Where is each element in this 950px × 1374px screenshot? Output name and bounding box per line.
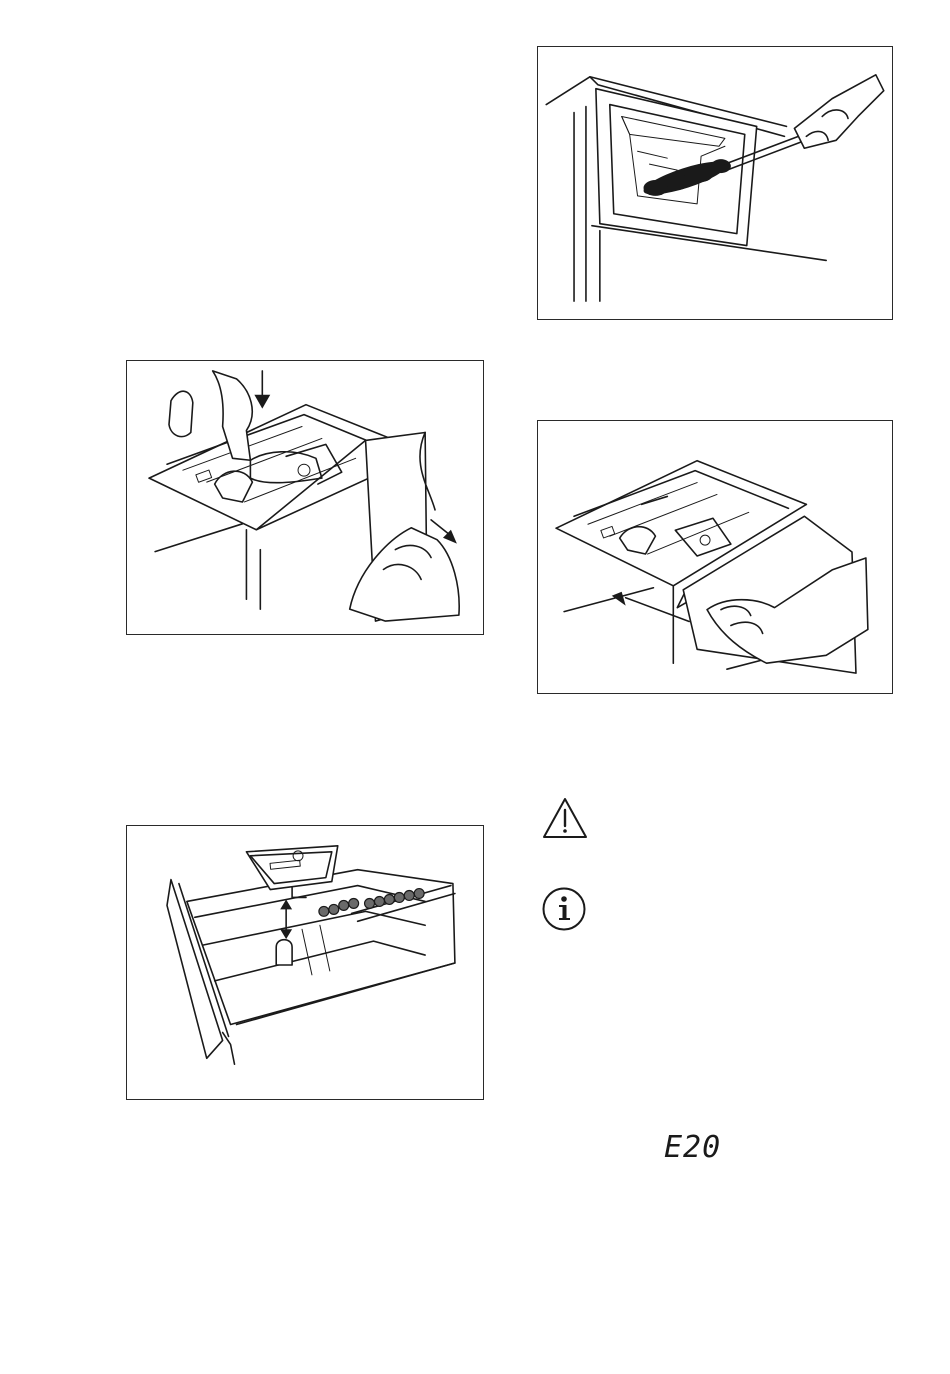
drawer-insert-illustration <box>537 420 893 694</box>
info-circle-icon <box>541 886 587 932</box>
drawer-removal-illustration <box>126 360 484 635</box>
brush-cleaning-recess-icon <box>538 47 892 319</box>
drawer-removal-icon <box>127 361 483 634</box>
warning-triangle-icon <box>541 796 589 840</box>
display-error-code: E20 <box>664 1130 724 1166</box>
siphon-cap-removal-icon <box>127 826 483 1099</box>
drawer-insert-icon <box>538 421 892 693</box>
brush-cleaning-illustration <box>537 46 893 320</box>
siphon-cap-illustration <box>126 825 484 1100</box>
